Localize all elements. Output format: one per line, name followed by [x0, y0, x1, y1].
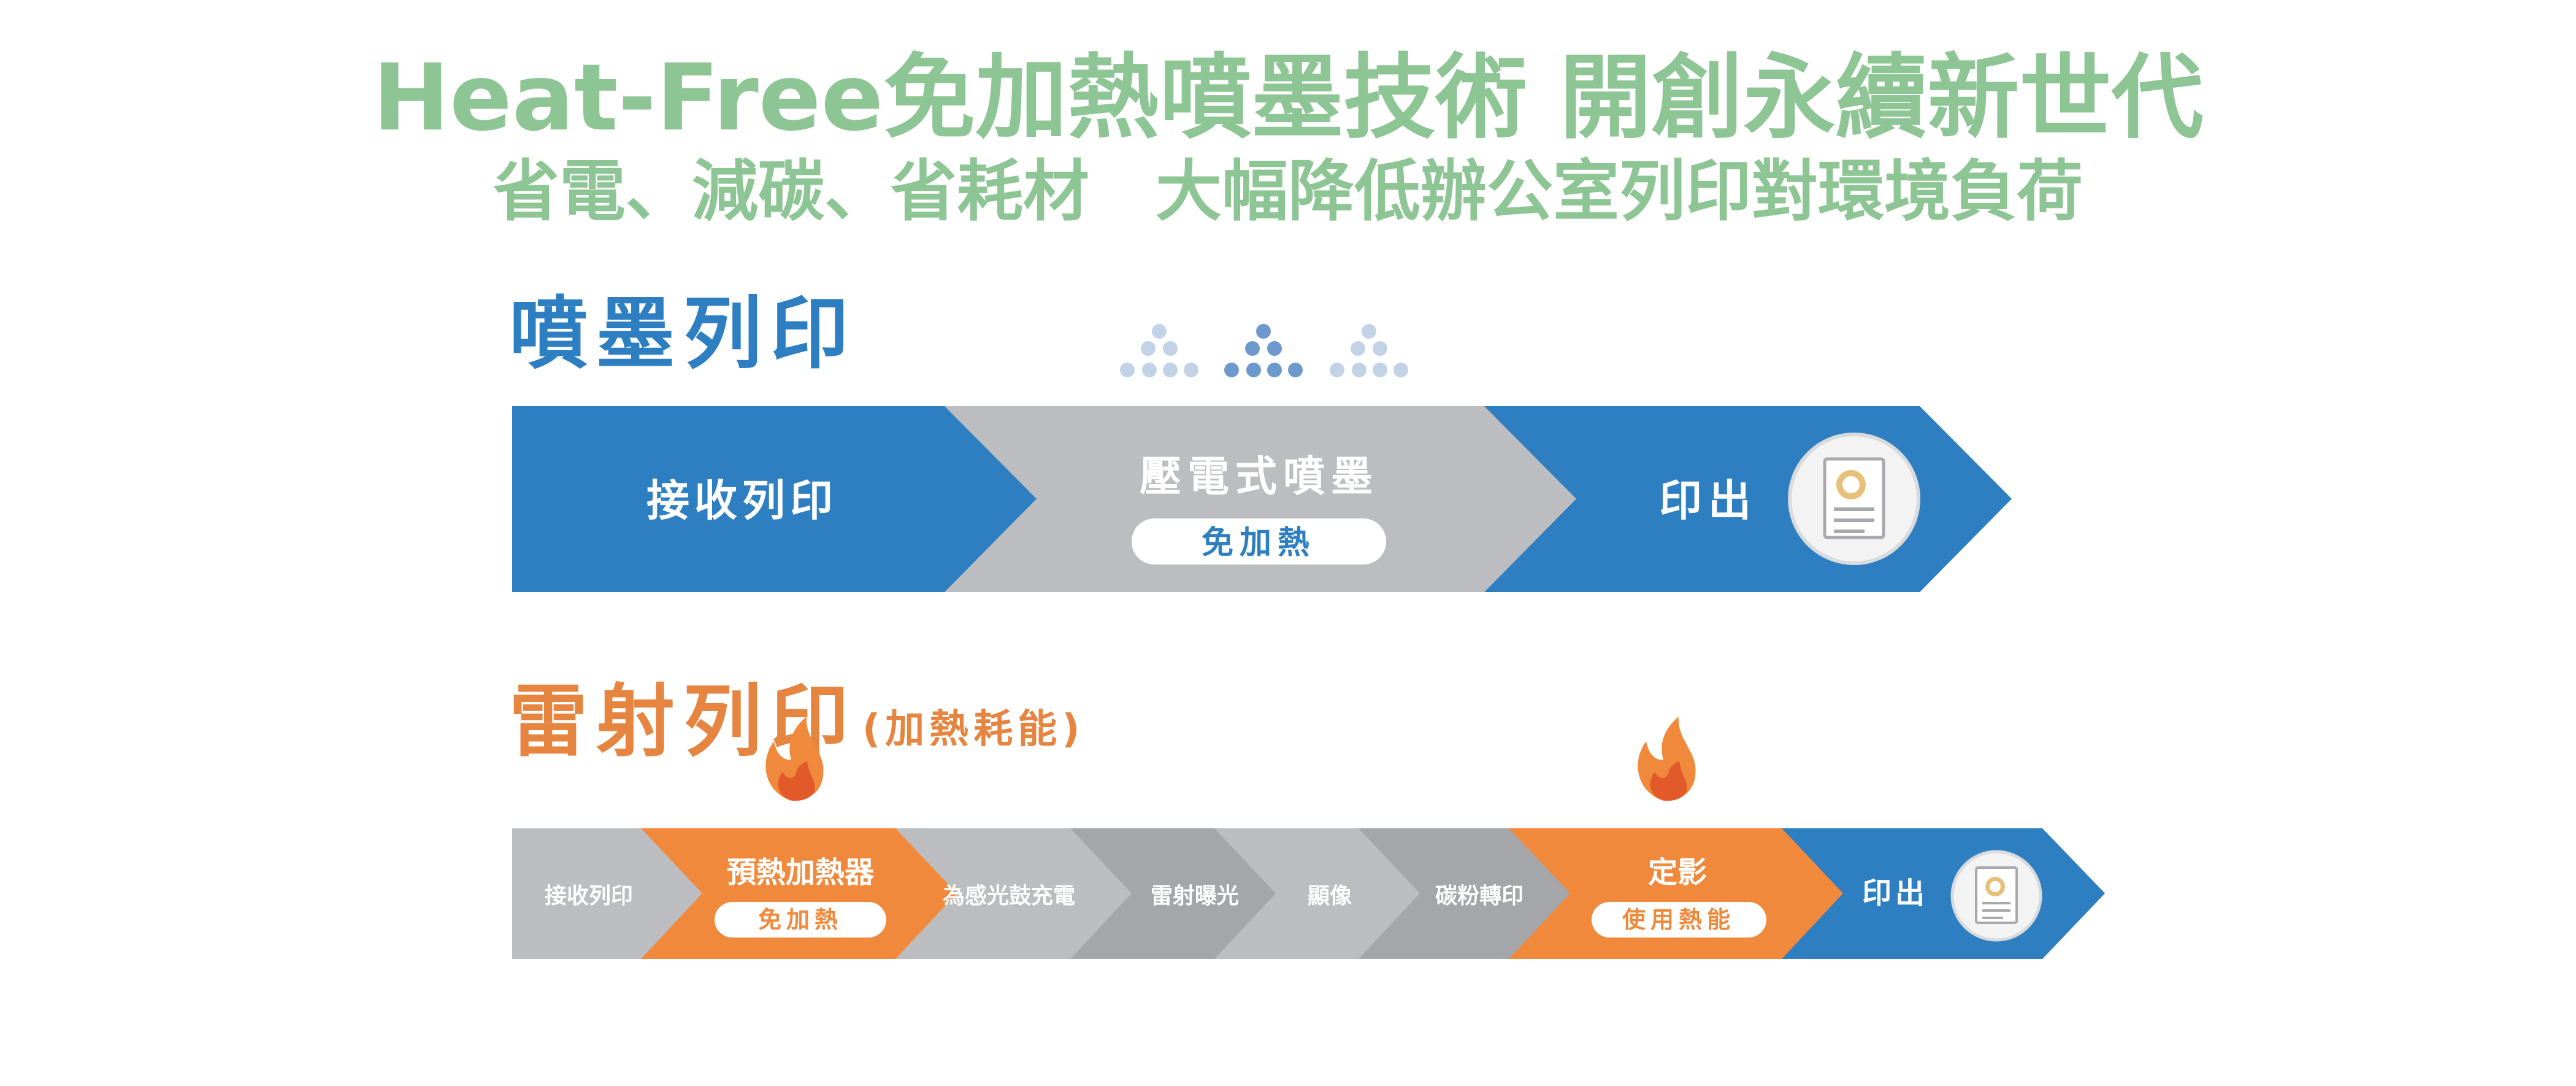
laser-badge-label: 免加熱 — [758, 906, 843, 933]
laser-step-label: 碳粉轉印 — [1435, 884, 1524, 909]
printed-document-icon — [1950, 850, 2042, 942]
inkjet-step-label: 壓電式噴墨 — [1140, 453, 1379, 501]
inkjet-step-label: 接收列印 — [646, 476, 838, 526]
laser-note: (加熱耗能) — [862, 707, 1085, 752]
droplet-cluster-center-icon — [1224, 324, 1303, 377]
laser-step-label: 顯像 — [1308, 884, 1352, 909]
laser-step-label: 印出 — [1862, 876, 1928, 911]
page-title: Heat-Free免加熱噴墨技術 開創永續新世代 — [372, 45, 2204, 152]
page-subtitle: 省電、減碳、省耗材 大幅降低辦公室列印對環境負荷 — [493, 153, 2083, 230]
inkjet-step-label: 印出 — [1659, 476, 1757, 526]
laser-badge — [1592, 902, 1766, 938]
laser-badge — [715, 902, 886, 938]
droplet-cluster-left-icon — [1120, 324, 1198, 377]
inkjet-step-shape — [512, 406, 1037, 592]
ink-droplets-icon — [1120, 324, 1408, 377]
laser-badge-label: 使用熱能 — [1622, 906, 1735, 933]
inkjet-badge — [1132, 518, 1386, 564]
flame-icon — [1638, 717, 1696, 801]
laser-step-shape — [1202, 828, 1420, 959]
laser-step-shape — [512, 828, 702, 959]
laser-step-shape — [1346, 828, 1570, 959]
laser-step-shape — [883, 828, 1132, 959]
laser-step-label: 雷射曝光 — [1151, 884, 1239, 909]
laser-step-label: 為感光鼓充電 — [943, 884, 1075, 909]
laser-step-label: 定影 — [1648, 855, 1707, 890]
laser-step-label: 預熱加熱器 — [727, 855, 875, 890]
laser-step-label: 接收列印 — [545, 884, 633, 909]
laser-flow: 接收列印 預熱加熱器 免加熱 為感光鼓充電 雷射曝光 顯像 碳粉轉印 定影 使用… — [512, 717, 2105, 959]
inkjet-step-shape — [938, 406, 1576, 592]
printed-document-icon — [1788, 433, 1920, 565]
flame-icon — [765, 717, 824, 801]
inkjet-flow: 接收列印 壓電式噴墨 免加熱 印出 — [512, 406, 2012, 592]
inkjet-title-text: 噴墨列印 — [509, 288, 858, 380]
inkjet-section-title: 噴墨列印 — [509, 288, 857, 380]
laser-step-shape — [1058, 828, 1276, 959]
droplet-cluster-right-icon — [1330, 324, 1408, 377]
inkjet-badge-label: 免加熱 — [1202, 525, 1316, 561]
